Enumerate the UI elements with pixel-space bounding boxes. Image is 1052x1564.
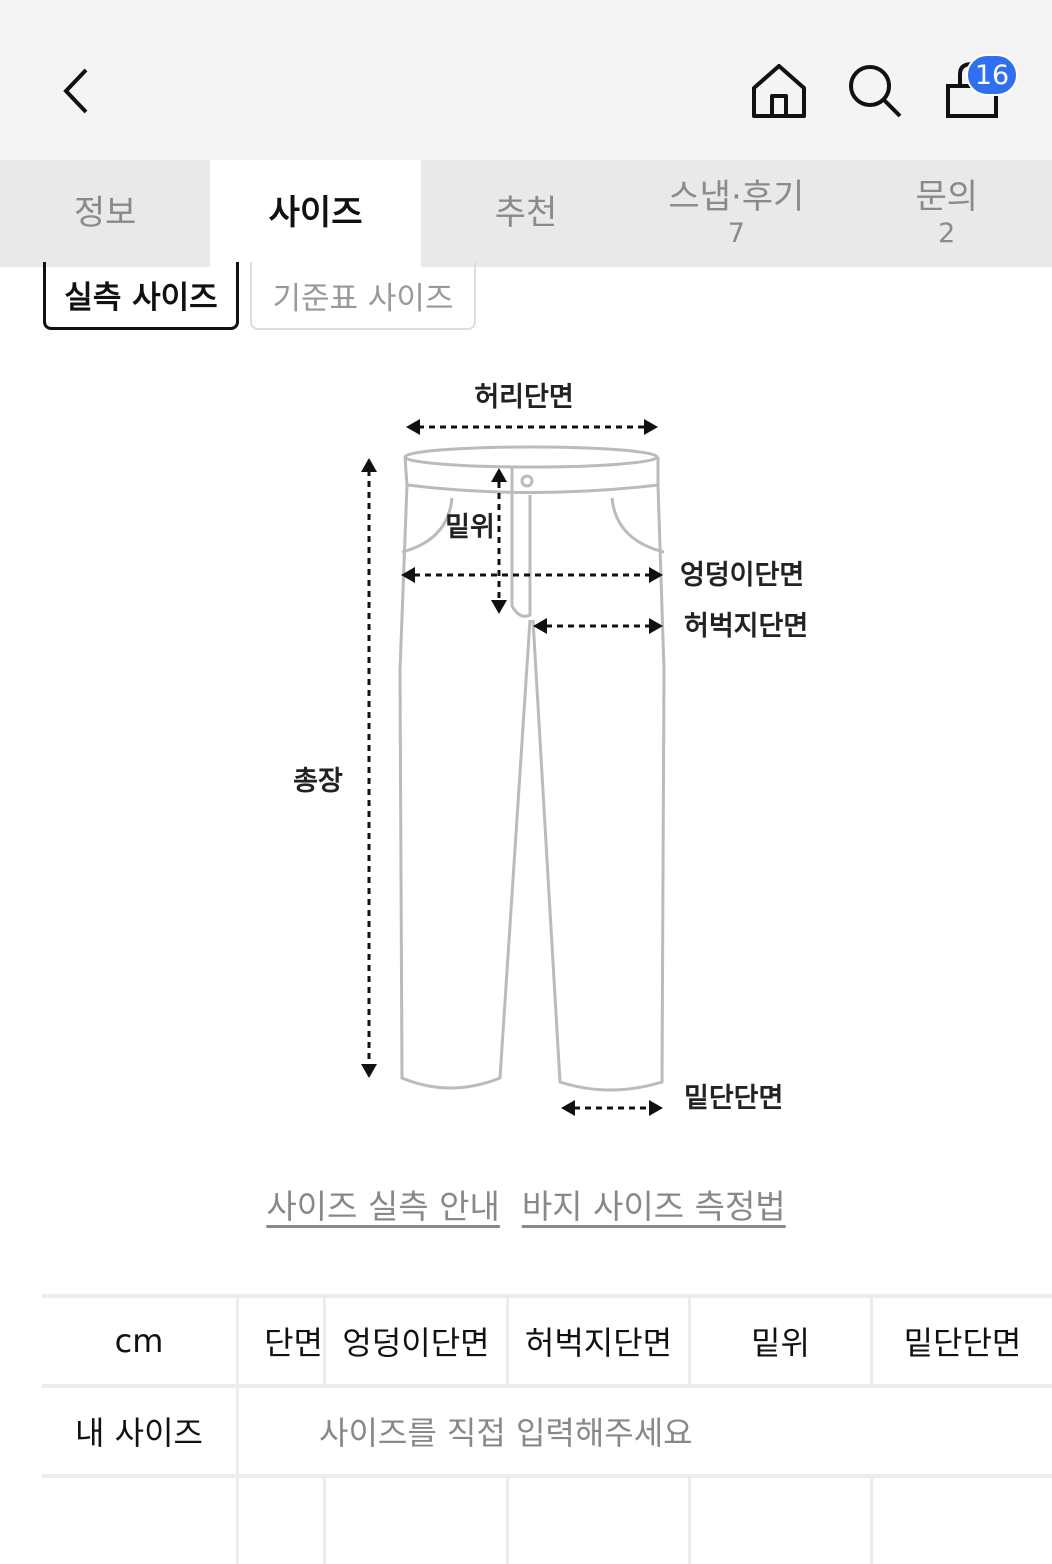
label-length: 총장	[293, 766, 343, 797]
table-cell	[42, 1478, 236, 1564]
pants-measure-link[interactable]: 바지 사이즈 측정법	[521, 1187, 786, 1226]
header-cell: 밑위	[688, 1298, 870, 1384]
subtab-actual-size[interactable]: 실측 사이즈	[43, 262, 239, 330]
search-icon[interactable]	[846, 62, 904, 120]
top-bar: 16	[0, 0, 1052, 160]
table-cell	[870, 1478, 1052, 1564]
home-icon[interactable]	[750, 62, 808, 120]
my-size-label: 내 사이즈	[75, 1414, 203, 1452]
tab-count: 7	[727, 217, 745, 249]
unit-cell: cm	[114, 1322, 164, 1360]
label-waist: 허리단면	[474, 382, 573, 413]
label-thigh: 허벅지단면	[684, 611, 808, 642]
header-cell: 단면	[236, 1298, 323, 1384]
table-cell	[506, 1478, 688, 1564]
tab-label: 문의	[915, 176, 979, 217]
table-cell	[688, 1478, 870, 1564]
tab-label: 사이즈	[268, 193, 363, 234]
tab-label: 정보	[73, 193, 137, 234]
guide-links: 사이즈 실측 안내 바지 사이즈 측정법	[0, 1180, 1052, 1228]
table-row	[42, 1474, 1052, 1564]
size-guide-link[interactable]: 사이즈 실측 안내	[266, 1187, 500, 1226]
my-size-row: 내 사이즈 사이즈를 직접 입력해주세요	[42, 1384, 1052, 1474]
tab-label: 스냅·후기	[668, 176, 805, 217]
table-cell	[323, 1478, 506, 1564]
header-cell: 엉덩이단면	[323, 1298, 506, 1384]
back-icon[interactable]	[58, 66, 94, 116]
tab-label: 추천	[494, 193, 558, 234]
header-cell: 허벅지단면	[506, 1298, 688, 1384]
tab-size[interactable]: 사이즈	[210, 160, 421, 267]
cart-count-badge: 16	[966, 54, 1018, 96]
my-size-input[interactable]: 사이즈를 직접 입력해주세요	[236, 1388, 1052, 1474]
table-cell	[236, 1478, 323, 1564]
subtab-standard-size[interactable]: 기준표 사이즈	[250, 262, 476, 330]
label-hip: 엉덩이단면	[680, 560, 804, 591]
pants-outline	[398, 445, 666, 1092]
tab-info[interactable]: 정보	[0, 160, 210, 267]
measure-lines	[367, 425, 650, 1110]
tab-count: 2	[938, 217, 956, 249]
arrow-heads	[361, 419, 663, 1116]
pants-size-diagram: 허리단면 밑위 엉덩이단면 허벅지단면 총장 밑단단면	[293, 382, 808, 1116]
label-rise: 밑위	[445, 512, 495, 543]
tab-recommend[interactable]: 추천	[421, 160, 631, 267]
header-cell: 밑단단면	[870, 1298, 1052, 1384]
table-header-row: cm 단면 엉덩이단면 허벅지단면 밑위 밑단단면	[42, 1294, 1052, 1384]
label-hem: 밑단단면	[684, 1083, 783, 1114]
size-table: cm 단면 엉덩이단면 허벅지단면 밑위 밑단단면 내 사이즈 사이즈를 직접 …	[42, 1294, 1052, 1564]
